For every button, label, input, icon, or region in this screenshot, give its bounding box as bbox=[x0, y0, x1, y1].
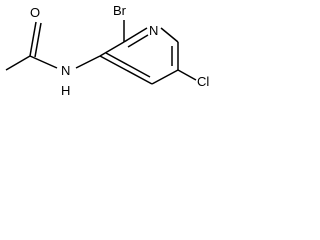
amide-hydrogen-label: H bbox=[61, 83, 71, 98]
chlorine-label: Cl bbox=[197, 74, 210, 89]
bond-ring-c4-c3-b bbox=[105, 52, 151, 78]
bond-c2-ring-n-b bbox=[127, 34, 149, 48]
bonds bbox=[5, 20, 197, 85]
bond-carbonyl-oxygen-b bbox=[34, 22, 42, 58]
bond-ring-c3-c2 bbox=[99, 41, 125, 57]
amide-nitrogen-label: N bbox=[61, 63, 71, 78]
structure-diagram: Br N O N H Cl bbox=[0, 0, 222, 108]
ring-nitrogen-label: N bbox=[149, 23, 159, 38]
bond-ring-c4-c3-a bbox=[99, 55, 153, 85]
bond-drawing bbox=[5, 20, 197, 85]
bond-ring-c5-c4 bbox=[151, 69, 179, 85]
bond-c2-ring-n-a bbox=[123, 27, 148, 43]
bond-c5-chlorine bbox=[177, 69, 197, 81]
bond-amide-n-ring bbox=[75, 55, 101, 69]
bond-carbonyl-amide-n bbox=[29, 55, 58, 69]
bond-ring-n-c6 bbox=[160, 27, 179, 43]
bond-methyl-carbonyl bbox=[5, 55, 31, 71]
oxygen-label: O bbox=[30, 5, 41, 20]
bromine-label: Br bbox=[113, 3, 126, 18]
bond-carbonyl-oxygen-a bbox=[29, 21, 37, 57]
